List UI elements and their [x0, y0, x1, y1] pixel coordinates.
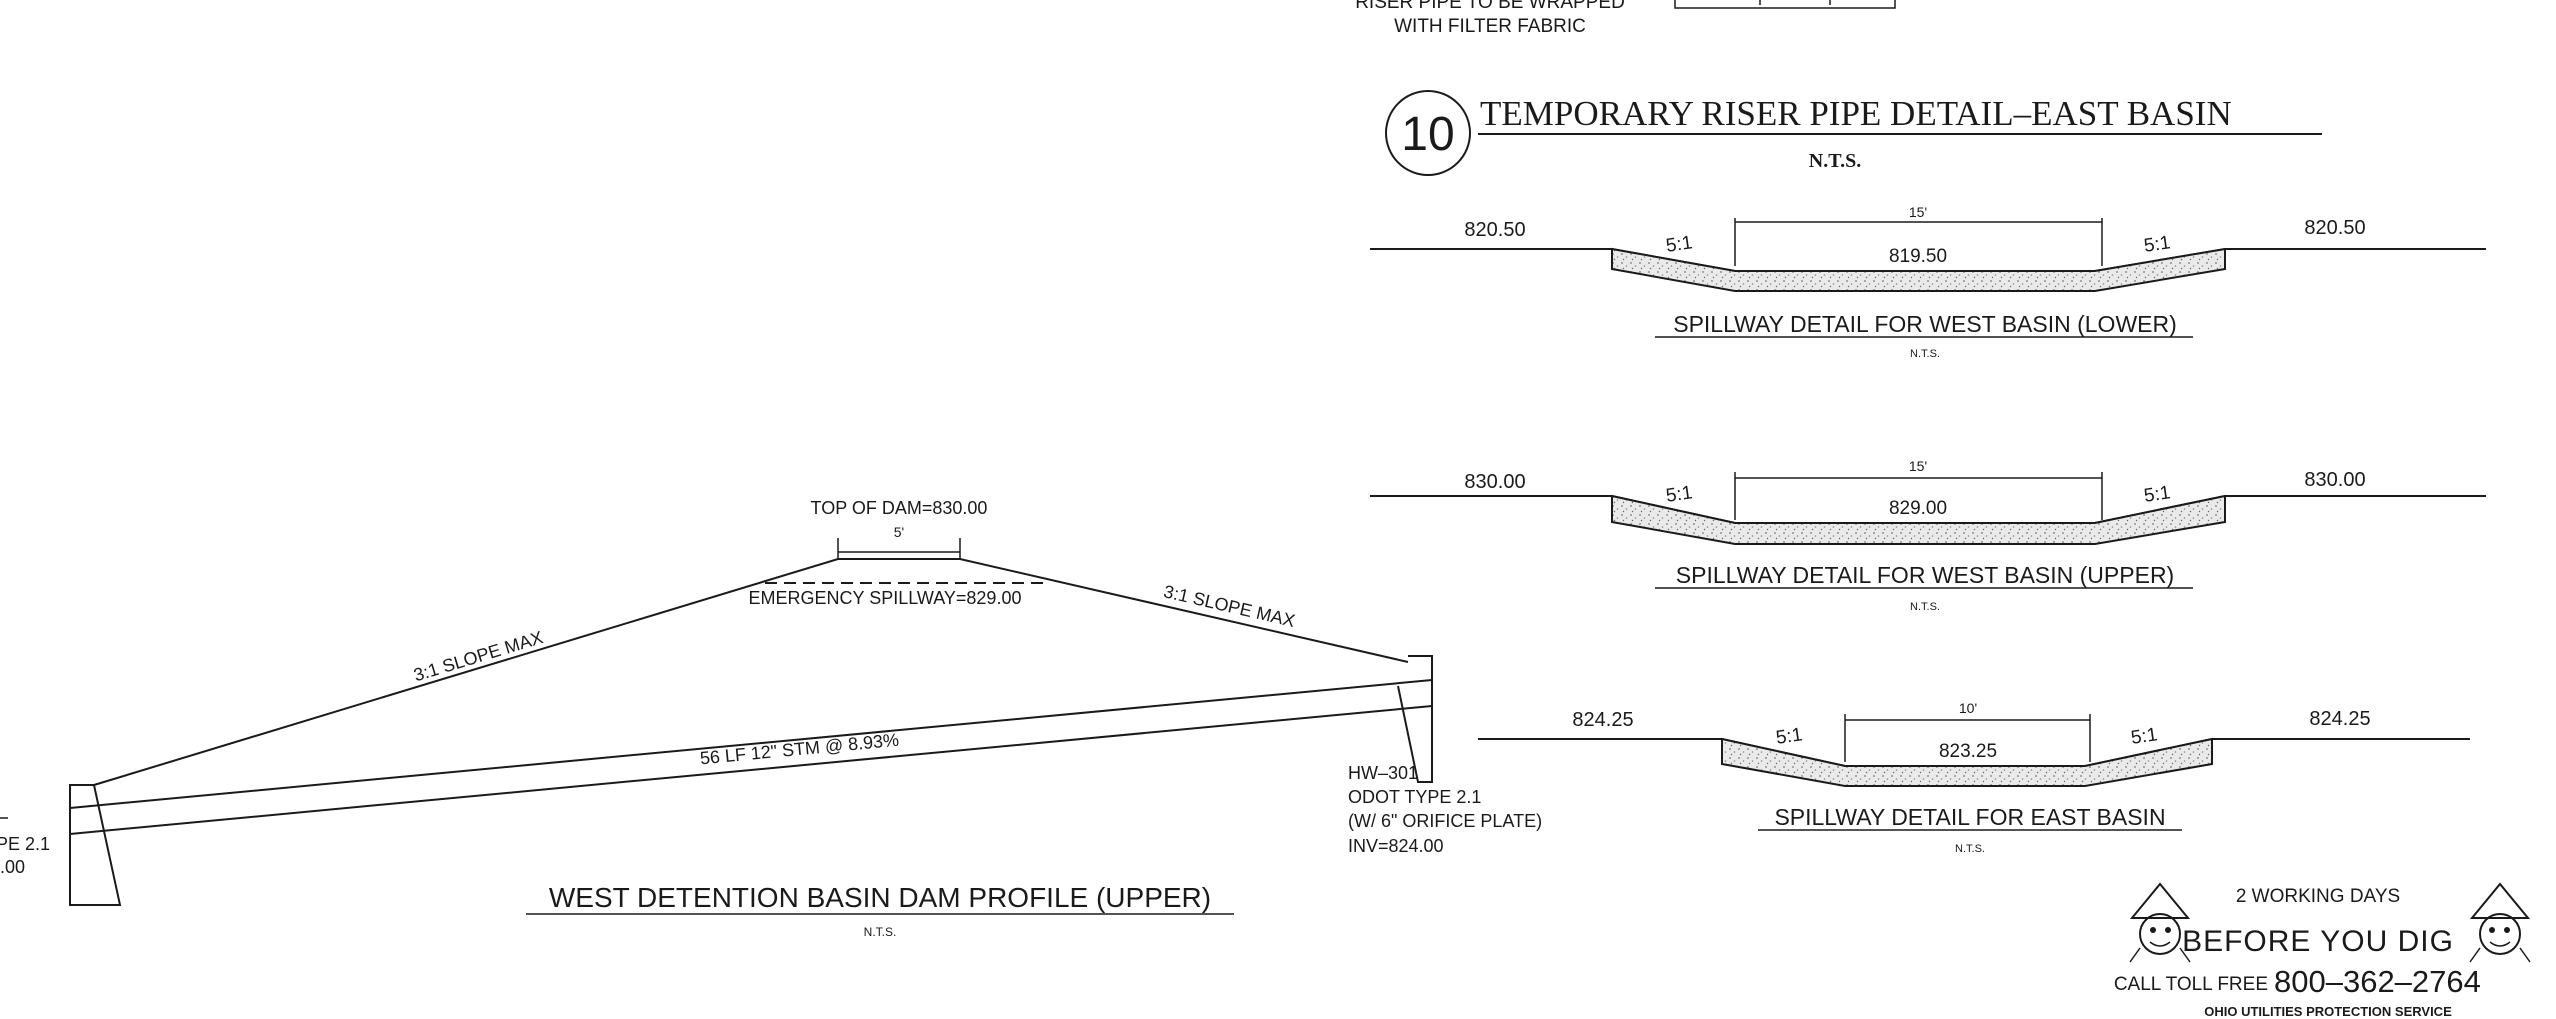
storm-pipe-bottom	[69, 705, 1433, 835]
dam-embankment-outline	[93, 558, 1409, 786]
spillway-upper-scale: N.T.S.	[1910, 601, 1940, 613]
left-headwall-partial2: .00	[0, 857, 25, 877]
spillway-upper-left-slope: 5:1	[1665, 482, 1694, 506]
spillway-upper-bottom-elev: 829.00	[1889, 498, 1947, 519]
ups-service: OHIO UTILITIES PROTECTION SERVICE	[2204, 1004, 2452, 1019]
riser-detail-ticks	[1759, 0, 1831, 5]
right-mascot-icon	[2469, 882, 2531, 963]
left-headwall-partial1: PE 2.1	[0, 834, 50, 854]
detail-scale: N.T.S.	[1809, 150, 1861, 172]
detail-10-title: 10 TEMPORARY RISER PIPE DETAIL–EAST BASI…	[1385, 90, 2322, 176]
hw301-line3: (W/ 6" ORIFICE PLATE)	[1348, 811, 1542, 831]
spillway-lower-right-elev: 820.50	[2304, 217, 2365, 239]
detail-number-circle	[1385, 90, 1471, 176]
riser-note-line2: WITH FILTER FABRIC	[1394, 16, 1586, 37]
riser-note-line1: RISER PIPE TO BE WRAPPED	[1355, 0, 1625, 13]
spillway-west-lower: 15' 819.50 820.50 820.50 5:1 5:1 SPILLWA…	[1370, 204, 2486, 360]
ups-line2: BEFORE YOU DIG	[2182, 925, 2454, 958]
riser-detail-edge	[1674, 0, 1896, 9]
top-of-dam-label: TOP OF DAM=830.00	[811, 498, 988, 518]
spillway-upper-width: 15'	[1909, 458, 1927, 474]
dam-profile: 5' TOP OF DAM=830.00 EMERGENCY SPILLWAY=…	[0, 498, 1542, 939]
left-mascot-icon	[2129, 882, 2191, 963]
dam-left-slope-label: 3:1 SLOPE MAX	[411, 627, 545, 685]
hw301-line2: ODOT TYPE 2.1	[1348, 787, 1481, 807]
spillway-east-scale: N.T.S.	[1955, 843, 1985, 855]
headwall-left	[69, 784, 122, 906]
dam-profile-title: WEST DETENTION BASIN DAM PROFILE (UPPER)	[549, 882, 1211, 913]
spillway-upper-title: SPILLWAY DETAIL FOR WEST BASIN (UPPER)	[1676, 562, 2174, 588]
hw301-line1: HW–301	[1348, 763, 1418, 783]
ups-line1: 2 WORKING DAYS	[2236, 886, 2400, 907]
spillway-lower-riprap	[1611, 247, 2226, 292]
spillway-lower-left-elev: 820.50	[1464, 219, 1525, 241]
storm-pipe-top	[69, 679, 1433, 809]
spillway-east-width: 10'	[1959, 700, 1977, 716]
headwall-hw301	[1397, 655, 1433, 783]
spillway-lower-left-slope: 5:1	[1665, 232, 1694, 256]
spillway-west-upper: 15' 829.00 830.00 830.00 5:1 5:1 SPILLWA…	[1370, 458, 2486, 613]
dam-right-slope-label: 3:1 SLOPE MAX	[1162, 581, 1297, 631]
crest-width: 5'	[894, 524, 904, 540]
storm-pipe-label: 56 LF 12" STM @ 8.93%	[699, 730, 900, 769]
spillway-lower-scale: N.T.S.	[1910, 348, 1940, 360]
spillway-upper-left-elev: 830.00	[1464, 471, 1525, 493]
spillway-east-right-slope: 5:1	[2130, 724, 2159, 748]
ohio-ups-logo: 2 WORKING DAYS BEFORE YOU DIG CALL TOLL …	[2114, 882, 2531, 1019]
spillway-east-left-slope: 5:1	[1775, 724, 1804, 748]
spillway-east-left-elev: 824.25	[1572, 709, 1633, 731]
dam-profile-scale: N.T.S.	[864, 925, 897, 939]
spillway-lower-bottom-elev: 819.50	[1889, 246, 1947, 267]
spillway-lower-right-slope: 5:1	[2143, 232, 2172, 256]
emergency-spillway-label: EMERGENCY SPILLWAY=829.00	[749, 588, 1022, 608]
spillway-upper-right-slope: 5:1	[2143, 482, 2172, 506]
spillway-lower-width: 15'	[1909, 204, 1927, 220]
spillway-lower-title: SPILLWAY DETAIL FOR WEST BASIN (LOWER)	[1673, 311, 2177, 337]
spillway-upper-right-elev: 830.00	[2304, 469, 2365, 491]
spillway-upper-riprap	[1611, 494, 2226, 545]
spillway-east-right-elev: 824.25	[2309, 708, 2370, 730]
spillway-east: 10' 823.25 824.25 824.25 5:1 5:1 SPILLWA…	[1478, 700, 2470, 855]
hw301-line4: INV=824.00	[1348, 836, 1444, 856]
spillway-east-title: SPILLWAY DETAIL FOR EAST BASIN	[1774, 804, 2165, 830]
riser-note: RISER PIPE TO BE WRAPPED WITH FILTER FAB…	[1355, 0, 1896, 37]
spillway-east-riprap	[1721, 737, 2213, 787]
ups-phone: 800–362–2764	[2274, 964, 2481, 999]
ups-call-prefix: CALL TOLL FREE	[2114, 974, 2268, 995]
spillway-east-bottom-elev: 823.25	[1939, 741, 1997, 762]
detail-number: 10	[1401, 108, 1454, 161]
detail-title: TEMPORARY RISER PIPE DETAIL–EAST BASIN	[1480, 94, 2232, 133]
